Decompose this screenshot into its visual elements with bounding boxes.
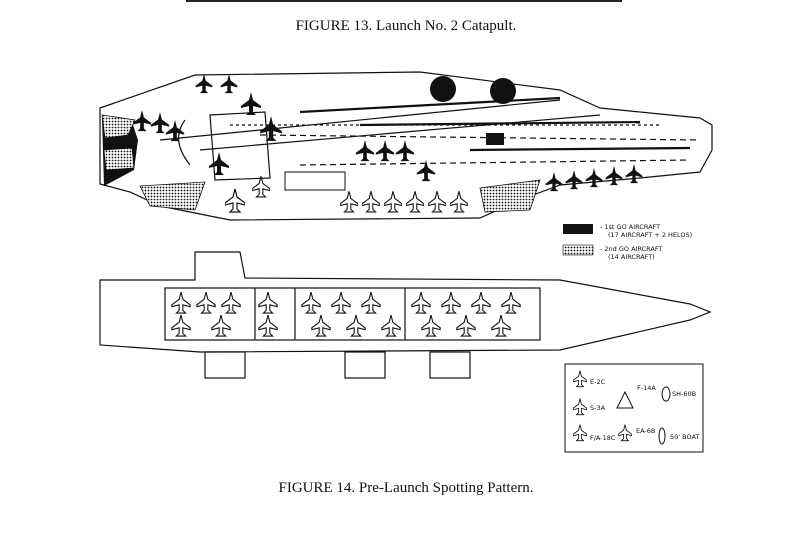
aircraft-legend-box: E-2C S-3A F/A-18C F-14A EA-6B SH-60B 50'… bbox=[564, 363, 704, 453]
legend-swatch-dotted bbox=[562, 244, 594, 256]
figure-14-caption: FIGURE 14. Pre-Launch Spotting Pattern. bbox=[278, 480, 534, 496]
catapult-tracks bbox=[299, 96, 691, 152]
legend-label-sh60b: SH-60B bbox=[672, 390, 696, 398]
deck-circles bbox=[430, 76, 516, 145]
legend-label-boat: 50' BOAT bbox=[670, 433, 699, 441]
page-top-rule bbox=[186, 0, 622, 2]
hangar-aircraft bbox=[171, 292, 521, 337]
legend-label-ea6b: EA-6B bbox=[636, 427, 655, 435]
second-go-aircraft bbox=[101, 114, 541, 213]
legend-label-s3a: S-3A bbox=[590, 404, 606, 412]
legend-item-2nd-go-count: (14 AIRCRAFT) bbox=[608, 253, 655, 261]
legend-label-fa18c: F/A-18C bbox=[590, 434, 616, 442]
first-go-aircraft bbox=[102, 74, 643, 192]
legend-label-e2c: E-2C bbox=[590, 378, 606, 386]
parked-aircraft-outline bbox=[225, 171, 468, 213]
boat-icon bbox=[658, 427, 666, 445]
legend-item-1st-go-count: (17 AIRCRAFT + 2 HELOS) bbox=[608, 231, 692, 239]
legend-item-1st-go: - 1st GO AIRCRAFT bbox=[600, 223, 660, 231]
legend-swatch-solid bbox=[563, 224, 593, 234]
hangar-deck-outline bbox=[99, 251, 712, 379]
legend-label-f14a: F-14A bbox=[637, 384, 656, 392]
figure-13-caption: FIGURE 13. Launch No. 2 Catapult. bbox=[295, 18, 517, 34]
legend-top: - 1st GO AIRCRAFT (17 AIRCRAFT + 2 HELOS… bbox=[562, 223, 692, 261]
sh60b-helo-icon bbox=[661, 386, 671, 402]
legend-item-2nd-go: - 2nd GO AIRCRAFT bbox=[600, 245, 662, 253]
f14a-aircraft-icon bbox=[616, 390, 634, 409]
